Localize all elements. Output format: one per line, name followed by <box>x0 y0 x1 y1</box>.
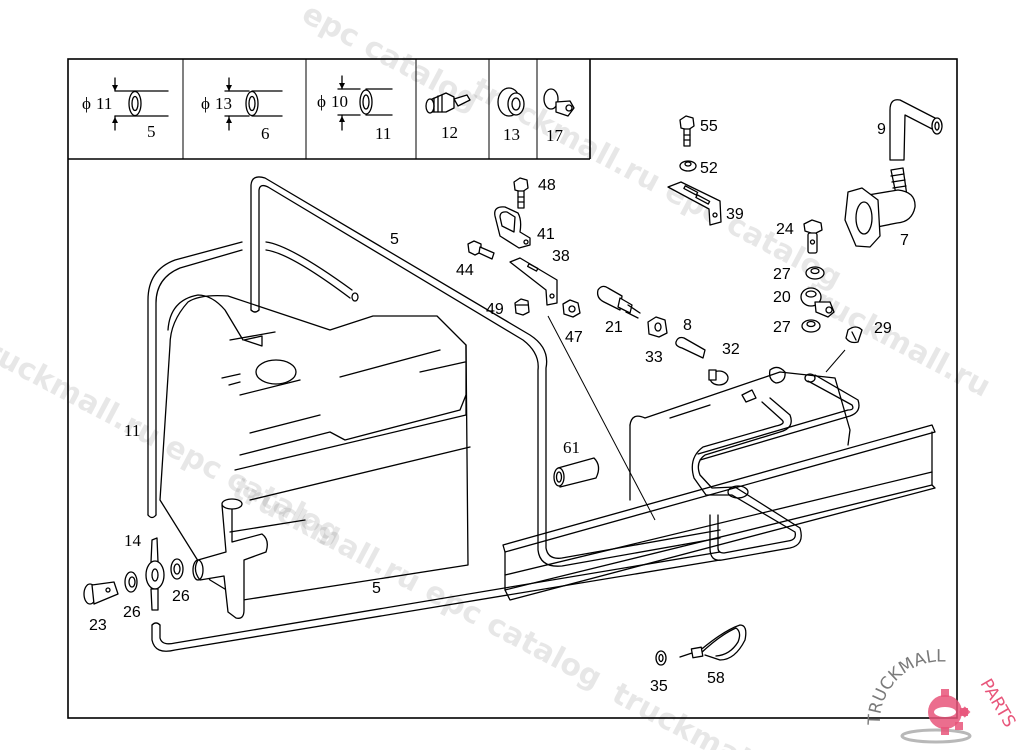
legend-cell-grommet-13: 13 <box>497 87 525 144</box>
cross-connector <box>192 498 306 619</box>
callout-20: 20 <box>773 289 791 306</box>
watermark-layer: epc catalog truckmall.ru epc catalog tru… <box>0 0 996 750</box>
cable-tie-58 <box>679 624 747 661</box>
part-number: 5 <box>147 122 156 141</box>
sleeve-61 <box>553 457 600 488</box>
callout-52: 52 <box>700 160 718 177</box>
legend-cell-hose-6: ϕ 13 6 <box>201 77 283 143</box>
clip-29 <box>845 326 863 344</box>
diagram-frame <box>67 58 958 719</box>
truckmall-parts-logo: TRUCKMALL PARTS <box>865 646 1020 744</box>
seal-27-lower <box>801 319 821 333</box>
hose-11 <box>147 241 243 519</box>
logo-text-parts: PARTS <box>976 676 1020 732</box>
callout-32: 32 <box>722 341 740 358</box>
callout-41: 41 <box>537 226 555 243</box>
callout-39: 39 <box>726 206 744 223</box>
seal-26-right <box>170 558 184 580</box>
legend-table: ϕ 11 5 ϕ 13 6 ϕ 10 11 <box>68 59 591 160</box>
seal-26-left <box>124 571 138 593</box>
part-number: 6 <box>261 124 270 143</box>
callout-14: 14 <box>124 531 142 550</box>
fuel-tank <box>159 294 471 601</box>
callout-33: 33 <box>645 349 663 366</box>
banjo-bolt-24 <box>803 219 823 254</box>
logo-swoosh <box>900 728 972 744</box>
callout-9: 9 <box>877 121 886 138</box>
callout-27-lower: 27 <box>773 319 791 336</box>
hose-5-upper <box>250 176 721 567</box>
bolt-44 <box>467 240 495 260</box>
hose-loops-right <box>691 366 860 561</box>
callout-23: 23 <box>89 617 107 634</box>
diameter-value: 10 <box>331 92 348 111</box>
diameter-value: 11 <box>96 94 112 113</box>
callout-5-upper: 5 <box>390 231 399 248</box>
clamp-41 <box>494 206 531 249</box>
legend-cell-hose-11: ϕ 10 11 <box>317 75 393 143</box>
callout-8: 8 <box>683 317 692 334</box>
callout-29: 29 <box>874 320 892 337</box>
banjo-bolt-23 <box>83 581 119 605</box>
callout-58: 58 <box>707 670 725 687</box>
hose-5-lower <box>151 551 721 652</box>
nut-47 <box>562 299 581 318</box>
nipple-8 <box>675 336 706 359</box>
leader-line-38 <box>547 315 656 521</box>
bracket-38 <box>509 257 558 306</box>
callout-7: 7 <box>900 232 909 249</box>
gear-icon <box>928 689 971 735</box>
callout-24: 24 <box>776 221 794 238</box>
diameter-value: 13 <box>215 94 232 113</box>
legend-cell-banjo-17: 17 <box>543 88 575 145</box>
watermark-text: truckmall.ru epc catalog <box>226 471 607 696</box>
washer-35 <box>655 650 667 666</box>
callout-26-left: 26 <box>123 604 141 621</box>
banjo-14 <box>145 537 165 611</box>
part-number: 11 <box>375 124 391 143</box>
elbow-hose-9 <box>889 99 943 161</box>
callout-49: 49 <box>486 301 504 318</box>
callout-5-lower: 5 <box>372 580 381 597</box>
diameter-symbol: ϕ <box>317 92 326 111</box>
fitting-7 <box>844 167 916 248</box>
callout-47: 47 <box>565 329 583 346</box>
bolt-55 <box>679 115 695 147</box>
callout-61: 61 <box>563 438 580 457</box>
callout-55: 55 <box>700 118 718 135</box>
diameter-symbol: ϕ <box>82 94 91 113</box>
washer-52 <box>679 160 697 172</box>
legend-cell-hose-5: ϕ 11 5 <box>82 77 169 141</box>
watermark-text: truckmall.ru <box>606 676 806 750</box>
hose-clamp-32 <box>708 369 729 386</box>
diameter-symbol: ϕ <box>201 94 210 113</box>
seal-27-upper <box>805 266 825 280</box>
callout-35: 35 <box>650 678 668 695</box>
part-number: 12 <box>441 123 458 142</box>
part-number: 17 <box>546 126 564 145</box>
callout-48: 48 <box>538 177 556 194</box>
bracket-39 <box>667 181 722 226</box>
nut-33 <box>647 316 668 338</box>
nut-49 <box>514 298 530 316</box>
legend-cell-connector-12: 12 <box>425 92 471 142</box>
connector-21 <box>596 285 641 319</box>
banjo-20 <box>800 287 835 318</box>
callout-44: 44 <box>456 262 474 279</box>
callout-21: 21 <box>605 319 623 336</box>
callout-26-right: 26 <box>172 588 190 605</box>
leader-line-29 <box>825 349 846 373</box>
callout-27-upper: 27 <box>773 266 791 283</box>
callout-38: 38 <box>552 248 570 265</box>
watermark-text: truckmall.ru <box>796 276 996 404</box>
part-number: 13 <box>503 125 520 144</box>
callout-11: 11 <box>124 421 140 440</box>
bolt-48 <box>513 177 529 209</box>
